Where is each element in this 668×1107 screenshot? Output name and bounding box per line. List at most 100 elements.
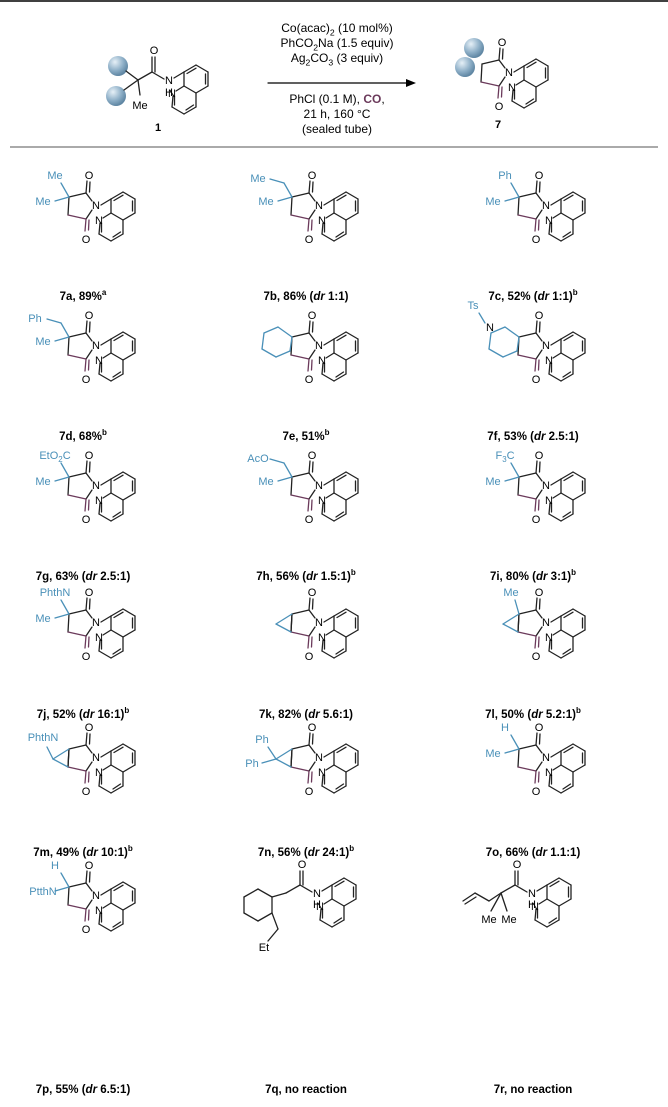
bond	[110, 471, 124, 480]
bond	[517, 476, 520, 496]
bond	[345, 212, 359, 221]
sphere-substituent-top	[108, 56, 128, 76]
substituent-label-top: PhthN	[40, 587, 71, 599]
bond	[289, 336, 293, 352]
bond	[110, 785, 124, 794]
bond	[563, 611, 574, 619]
amide-h: H	[528, 899, 536, 911]
condition-solvent: PhCl (0.1 M), CO,	[289, 92, 384, 106]
bond	[110, 764, 124, 773]
quinoline-n: N	[95, 355, 103, 367]
bond	[500, 884, 516, 894]
bond	[514, 599, 520, 615]
quinoline-n: N	[545, 495, 553, 507]
bond	[560, 233, 574, 242]
bond	[552, 629, 562, 636]
bond	[550, 478, 562, 486]
bond	[515, 79, 525, 86]
imide-n: N	[315, 617, 323, 629]
bond	[85, 320, 88, 334]
bond	[560, 471, 574, 480]
bond	[195, 64, 209, 73]
bond	[291, 192, 310, 198]
bond	[345, 764, 359, 773]
carbonyl-o-top: O	[85, 587, 94, 599]
imide-n: N	[315, 340, 323, 352]
bond	[125, 70, 139, 81]
condition-vessel: (sealed tube)	[302, 122, 372, 136]
bond	[112, 371, 122, 378]
bond	[523, 100, 537, 109]
imide-n: N	[505, 67, 513, 79]
compound-label: 7h, 56% (dr 1.5:1)b	[256, 568, 356, 583]
bond	[560, 492, 574, 501]
bond	[85, 209, 93, 220]
bond	[560, 650, 574, 659]
quinoline-n: N	[95, 632, 103, 644]
bond	[311, 181, 314, 193]
quinoline-ring: N	[95, 331, 136, 382]
bond	[85, 732, 88, 746]
bond	[307, 770, 310, 784]
imide-n: N	[315, 480, 323, 492]
bond	[546, 877, 560, 886]
bond	[291, 609, 310, 615]
imide-n: N	[542, 617, 550, 629]
bond	[563, 194, 574, 202]
quinoline-n: N	[95, 905, 103, 917]
bond	[261, 348, 277, 358]
bond	[283, 462, 293, 478]
condition-reagent-3: Ag2CO3 (3 equiv)	[291, 51, 383, 67]
bond	[535, 192, 543, 202]
imide-n: N	[542, 480, 550, 492]
bond	[122, 492, 136, 501]
substituent-label-top: AcO	[247, 453, 269, 465]
bond	[321, 774, 324, 787]
bond	[151, 71, 165, 80]
quinoline-n: N	[318, 355, 326, 367]
bond	[98, 785, 112, 794]
imide-n: N	[542, 200, 550, 212]
bond	[100, 615, 112, 623]
carbonyl-o-top: O	[85, 722, 94, 734]
amide-o: O	[298, 859, 307, 871]
bond	[333, 373, 347, 382]
imide-n: N	[542, 752, 550, 764]
bond	[517, 196, 520, 216]
bond	[500, 86, 503, 98]
bond	[85, 744, 93, 754]
bond	[88, 598, 91, 610]
bond	[84, 218, 87, 232]
bond	[535, 79, 549, 88]
bond	[513, 65, 525, 73]
bond	[502, 350, 518, 358]
bond	[572, 492, 586, 501]
compound-label: 7r, no reaction	[494, 1084, 573, 1096]
bond	[502, 623, 519, 633]
bond	[88, 461, 91, 473]
bond	[290, 494, 310, 500]
bond	[478, 312, 486, 324]
bond	[85, 192, 93, 202]
bond	[311, 461, 314, 473]
quinoline-n: N	[316, 901, 324, 913]
bond	[331, 877, 345, 886]
bond	[67, 476, 70, 496]
bond	[85, 472, 93, 482]
carbonyl-o-top: O	[85, 860, 94, 872]
bond	[87, 219, 90, 231]
bond	[534, 770, 537, 784]
bond	[137, 79, 141, 96]
bond	[110, 492, 124, 501]
quinoline-ring: N	[318, 743, 359, 794]
quinoline-ring: N	[545, 608, 586, 659]
bond	[538, 598, 541, 610]
bond	[112, 231, 122, 238]
bond	[497, 85, 500, 99]
bond	[517, 631, 537, 637]
quinoline-n: N	[318, 632, 326, 644]
